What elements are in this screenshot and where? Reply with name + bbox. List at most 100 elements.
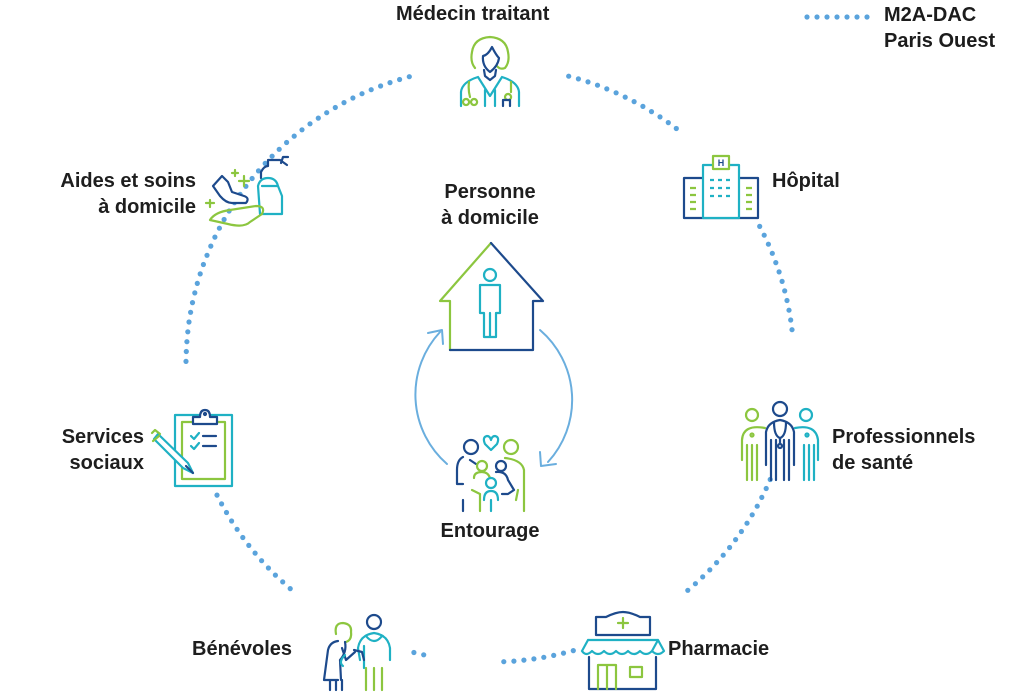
ring-dot <box>640 103 646 109</box>
ring-dot <box>188 309 194 315</box>
ring-dot <box>773 260 779 266</box>
ring-dot <box>324 110 330 116</box>
ring-dot <box>779 278 785 284</box>
ring-dot <box>184 339 190 345</box>
cycle-arrow-right-head <box>539 451 557 467</box>
family-icon <box>455 434 526 513</box>
ring-dot <box>733 537 739 543</box>
ring-dot <box>255 168 262 174</box>
ring-dot <box>315 115 321 121</box>
ring-dot <box>594 82 601 88</box>
ring-dot <box>575 76 582 82</box>
ring-dot <box>749 512 755 518</box>
ring-dot <box>280 579 286 585</box>
legend-label-line2: Paris Ouest <box>884 30 996 52</box>
cycle-arrow-right <box>539 329 574 463</box>
node-label-benevoles: Bénévoles <box>192 638 293 660</box>
ring-dot <box>570 648 576 654</box>
ring-dot <box>200 261 206 268</box>
ring-dot <box>784 297 790 304</box>
legend-label-line1: M2A-DAC <box>884 4 977 26</box>
ring-dot <box>511 658 517 664</box>
ring-dot <box>673 125 679 132</box>
ring-dot <box>631 99 637 105</box>
volunteers-icon <box>322 613 392 692</box>
person-at-home-line1: Personne <box>444 181 536 203</box>
ring-dot <box>197 271 203 277</box>
legend-dotted-line <box>804 14 870 20</box>
ring-dot <box>566 73 572 79</box>
person-at-home-label: Personne à domicile <box>420 179 560 231</box>
ring-dot <box>192 290 198 296</box>
ring-dot <box>501 659 507 665</box>
network-dotted-ring <box>183 73 795 665</box>
node-label-hopital: Hôpital <box>772 170 840 192</box>
node-label-aides: Aides et soins à domicile <box>20 168 196 220</box>
ring-dot <box>754 503 760 509</box>
ring-dot <box>259 558 265 564</box>
node-label-services-line2: sociaux <box>69 452 144 474</box>
cycle-arrow-left <box>414 331 448 465</box>
ring-dot <box>622 94 628 100</box>
ring-dot <box>406 74 412 80</box>
home-care-icon <box>204 155 290 227</box>
ring-dot <box>765 241 772 247</box>
person-at-home-line2: à domicile <box>441 207 539 229</box>
ring-dot <box>411 649 417 656</box>
ring-dot <box>359 91 365 97</box>
ring-dot <box>262 160 268 166</box>
ring-dot <box>332 104 338 111</box>
ring-dot <box>531 656 537 662</box>
house-person-icon <box>438 241 545 352</box>
ring-dot <box>219 501 225 507</box>
node-label-services-line1: Services <box>61 426 144 448</box>
ring-dot <box>782 288 788 294</box>
ring-dot <box>183 358 189 364</box>
ring-dot <box>761 232 767 238</box>
ring-dot <box>208 243 214 249</box>
ring-dot <box>788 317 794 323</box>
ring-dot <box>657 114 663 120</box>
ring-dot <box>585 79 591 85</box>
ring-dot <box>789 327 795 333</box>
ring-dot <box>252 550 258 556</box>
ring-dot <box>727 544 733 551</box>
node-label-professionnels-line1: Professionnels <box>832 426 976 448</box>
ring-dot <box>183 348 189 355</box>
ring-dot <box>397 76 403 83</box>
ring-dot <box>541 654 547 660</box>
ring-dot <box>757 223 763 229</box>
ring-dot <box>776 269 782 275</box>
ring-dot <box>387 80 393 86</box>
clipboard-icon <box>150 408 234 488</box>
ring-dot <box>368 87 374 93</box>
ring-dot <box>216 225 222 231</box>
node-label-medecin: Médecin traitant <box>396 3 550 25</box>
hospital-icon: H <box>682 154 760 220</box>
ring-dot <box>284 139 290 146</box>
ring-dot <box>185 329 191 335</box>
ring-dot <box>341 100 347 106</box>
ring-dot <box>234 526 240 532</box>
ring-dot <box>648 109 655 115</box>
ring-dot <box>189 300 196 306</box>
node-label-professionnels: Professionnels de santé <box>832 424 975 476</box>
node-label-aides-line1: Aides et soins <box>60 170 196 192</box>
ring-dot <box>307 121 313 127</box>
ring-dot <box>714 560 720 566</box>
ring-dot <box>604 86 610 92</box>
ring-dot <box>685 587 691 593</box>
ring-dot <box>692 581 699 587</box>
ring-dot <box>194 280 200 286</box>
ring-dot <box>269 153 275 159</box>
ring-dot <box>613 90 619 96</box>
pharmacy-icon <box>580 610 666 691</box>
svg-text:H: H <box>718 158 725 168</box>
ring-dot <box>214 492 220 498</box>
ring-dot <box>265 565 271 571</box>
ring-dot <box>744 520 750 526</box>
ring-dot <box>287 586 293 592</box>
legend-label: M2A-DAC Paris Ouest <box>884 2 995 54</box>
